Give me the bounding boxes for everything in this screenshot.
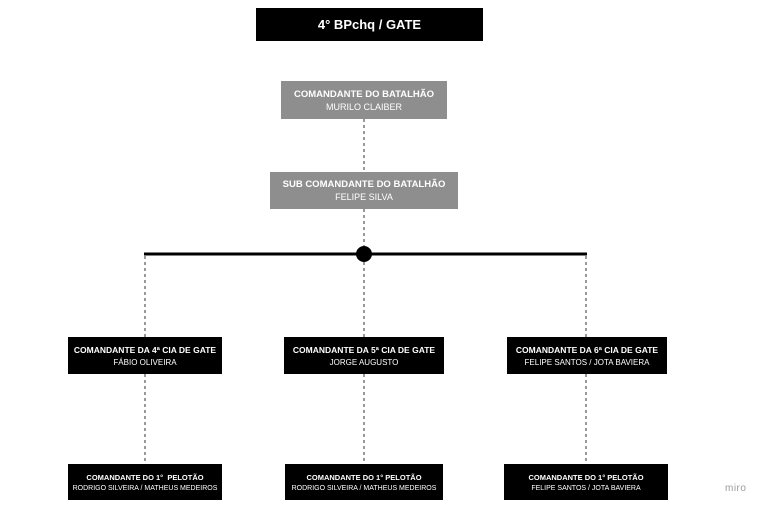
platoon-4-box: COMANDANTE DO 1° PELOTÃO RODRIGO SILVEIR… [68, 464, 222, 500]
platoon-6-name: FELIPE SANTOS / JOTA BAVIERA [531, 484, 641, 492]
subcommander-box: SUB COMANDANTE DO BATALHÃO FELIPE SILVA [270, 172, 458, 209]
junction-dot [356, 246, 372, 262]
platoon-4-name: RODRIGO SILVEIRA / MATHEUS MEDEIROS [72, 484, 218, 492]
company-5-role: COMANDANTE DA 5ª CIA DE GATE [292, 344, 436, 355]
chart-title: 4° BPchq / GATE [317, 17, 422, 32]
platoon-5-box: COMANDANTE DO 1° PELOTÃO RODRIGO SILVEIR… [285, 464, 443, 500]
commander-role: COMANDANTE DO BATALHÃO [293, 88, 435, 100]
subcommander-role: SUB COMANDANTE DO BATALHÃO [282, 179, 446, 190]
platoon-5-name: RODRIGO SILVEIRA / MATHEUS MEDEIROS [291, 484, 437, 492]
platoon-6-role: COMANDANTE DO 1° PELOTÃO [528, 472, 644, 482]
watermark: miro [725, 483, 747, 494]
platoon-6-box: COMANDANTE DO 1° PELOTÃO FELIPE SANTOS /… [504, 464, 668, 500]
company-6-role: COMANDANTE DA 6ª CIA DE GATE [515, 344, 659, 355]
company-4-role: COMANDANTE DA 4ª CIA DE GATE [73, 344, 217, 355]
commander-name: MURILO CLAIBER [325, 101, 403, 112]
company-5-name: JORGE AUGUSTO [329, 357, 399, 367]
company-4-box: COMANDANTE DA 4ª CIA DE GATE FÁBIO OLIVE… [68, 337, 222, 374]
platoon-4-role: COMANDANTE DO 1° PELOTÃO [86, 472, 204, 482]
company-4-name: FÁBIO OLIVEIRA [113, 357, 177, 367]
company-5-box: COMANDANTE DA 5ª CIA DE GATE JORGE AUGUS… [284, 337, 444, 374]
company-6-box: COMANDANTE DA 6ª CIA DE GATE FELIPE SANT… [507, 337, 667, 374]
platoon-5-role: COMANDANTE DO 1° PELOTÃO [306, 472, 422, 482]
company-6-name: FELIPE SANTOS / JOTA BAVIERA [524, 357, 650, 367]
commander-box: COMANDANTE DO BATALHÃO MURILO CLAIBER [281, 81, 447, 119]
chart-title-box: 4° BPchq / GATE [256, 8, 483, 41]
subcommander-name: FELIPE SILVA [335, 192, 393, 202]
